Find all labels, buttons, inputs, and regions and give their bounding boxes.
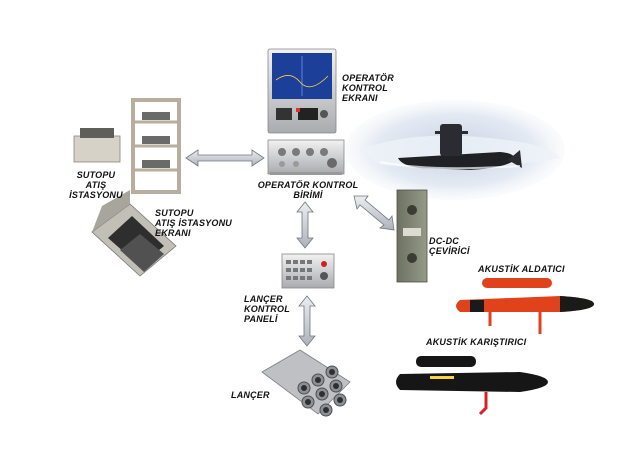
label-launcher-panel: LANÇER KONTROL PANELİ	[244, 294, 290, 324]
label-dcdc: DC-DC ÇEVİRİCİ	[429, 236, 470, 256]
arrow-panel-to-launcher	[298, 295, 316, 347]
label-operator-screen: OPERATÖR KONTROL EKRANI	[342, 73, 394, 103]
control-unit-icon	[267, 139, 345, 175]
label-sutopu-screen: SUTOPU ATIŞ İSTASYONU EKRANI	[155, 208, 232, 238]
arrow-unit-to-panel	[296, 201, 314, 249]
label-operator-unit: OPERATÖR KONTROL BİRİMİ	[257, 180, 359, 200]
arrow-unit-to-dcdc	[353, 195, 395, 231]
acoustic-jammer-icon	[396, 356, 548, 416]
submarine-icon	[345, 100, 565, 200]
label-jammer: AKUSTİK KARIŞTIRICI	[426, 337, 527, 347]
converter-box-icon	[396, 189, 428, 283]
acoustic-decoy-icon	[456, 278, 594, 334]
label-decoy: AKUSTİK ALDATICI	[478, 264, 565, 274]
rugged-laptop-icon	[91, 190, 177, 277]
launcher-tubes-icon	[261, 349, 351, 417]
rack-icon	[73, 98, 181, 194]
arrow-rack-to-unit	[185, 149, 265, 167]
control-panel-icon	[281, 253, 335, 289]
label-sutopu-station: SUTOPU ATIŞ İSTASYONU	[69, 170, 123, 200]
monitor-icon	[267, 48, 337, 134]
label-launcher: LANÇER	[231, 390, 270, 400]
